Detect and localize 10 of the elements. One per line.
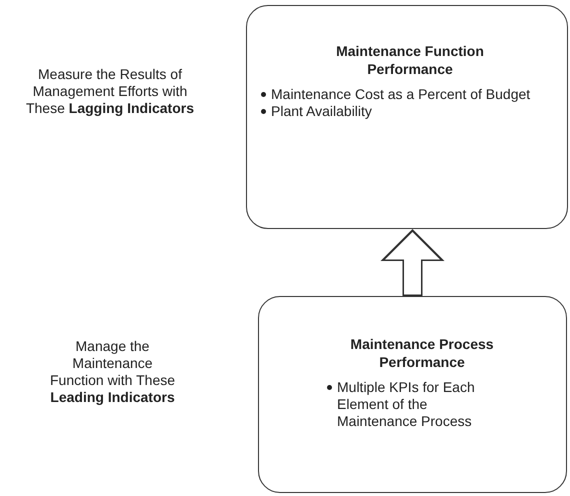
box-heading: Maintenance Process Performance [349,335,495,371]
bullet-text: Maintenance Cost as a Percent of Budget [271,86,530,103]
bullet-text: Multiple KPIs for Each Element of the Maintenance Process [337,379,476,430]
box-heading: Maintenance Function Performance [335,42,485,78]
bullet-text: Plant Availability [271,103,372,120]
block-arrow [380,229,444,296]
side-note: Measure the Results of Management Efforts with These Lagging Indicators [24,66,196,117]
rounded-box [258,296,567,493]
side-note: Manage the Maintenance Function with These Leading Indicators [48,338,176,406]
rounded-box [246,5,568,229]
